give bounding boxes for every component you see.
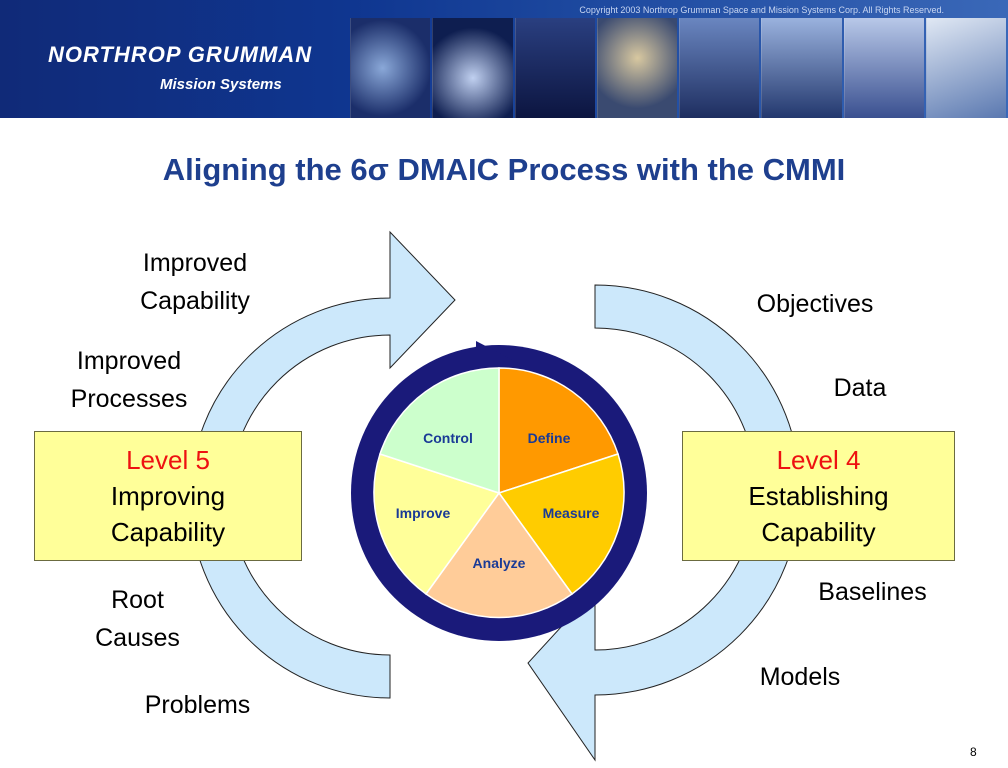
pie-segment-measure — [497, 453, 625, 596]
pie-segment-analyze — [424, 491, 574, 619]
label-root-causes: Root Causes — [95, 586, 180, 652]
page-number: 8 — [970, 745, 977, 759]
segment-label-define: Define — [528, 430, 571, 446]
pie-segment-define-arc — [498, 367, 619, 495]
level5-box: Level 5 Improving Capability — [34, 431, 302, 561]
label-problems: Problems — [144, 691, 251, 719]
left-cycle-arrow — [189, 230, 456, 699]
level4-line2: Capability — [761, 517, 876, 547]
level4-box: Level 4 Establishing Capability — [682, 431, 955, 561]
segment-label-analyze: Analyze — [473, 555, 526, 571]
segment-label-control: Control — [423, 430, 473, 446]
copyright-text: Copyright 2003 Northrop Grumman Space an… — [579, 5, 944, 15]
header-banner: Copyright 2003 Northrop Grumman Space an… — [0, 0, 1008, 118]
level4-title: Level 4 — [776, 445, 861, 475]
level5-line1: Improving — [110, 481, 226, 511]
company-logo: NORTHROP GRUMMAN — [48, 42, 313, 67]
pie-segment-improve — [373, 453, 501, 596]
label-data: Data — [833, 374, 887, 402]
segment-label-improve: Improve — [396, 505, 451, 521]
level4-line1: Establishing — [748, 481, 889, 511]
level5-line2: Capability — [110, 517, 226, 547]
label-improved-capability: Improved Capability — [140, 249, 250, 315]
label-baselines: Baselines — [818, 578, 927, 606]
label-improved-processes: Improved Processes — [70, 347, 188, 413]
photo-collage — [350, 18, 1008, 118]
right-cycle-arrow — [527, 284, 801, 762]
company-logo-subtitle: Mission Systems — [160, 76, 282, 93]
segment-label-measure: Measure — [543, 505, 600, 521]
slide-title: Aligning the 6σ DMAIC Process with the C… — [162, 152, 846, 187]
level5-title: Level 5 — [126, 445, 210, 475]
label-objectives: Objectives — [756, 290, 874, 318]
pie-segment-control — [379, 367, 500, 495]
label-models: Models — [759, 663, 841, 691]
